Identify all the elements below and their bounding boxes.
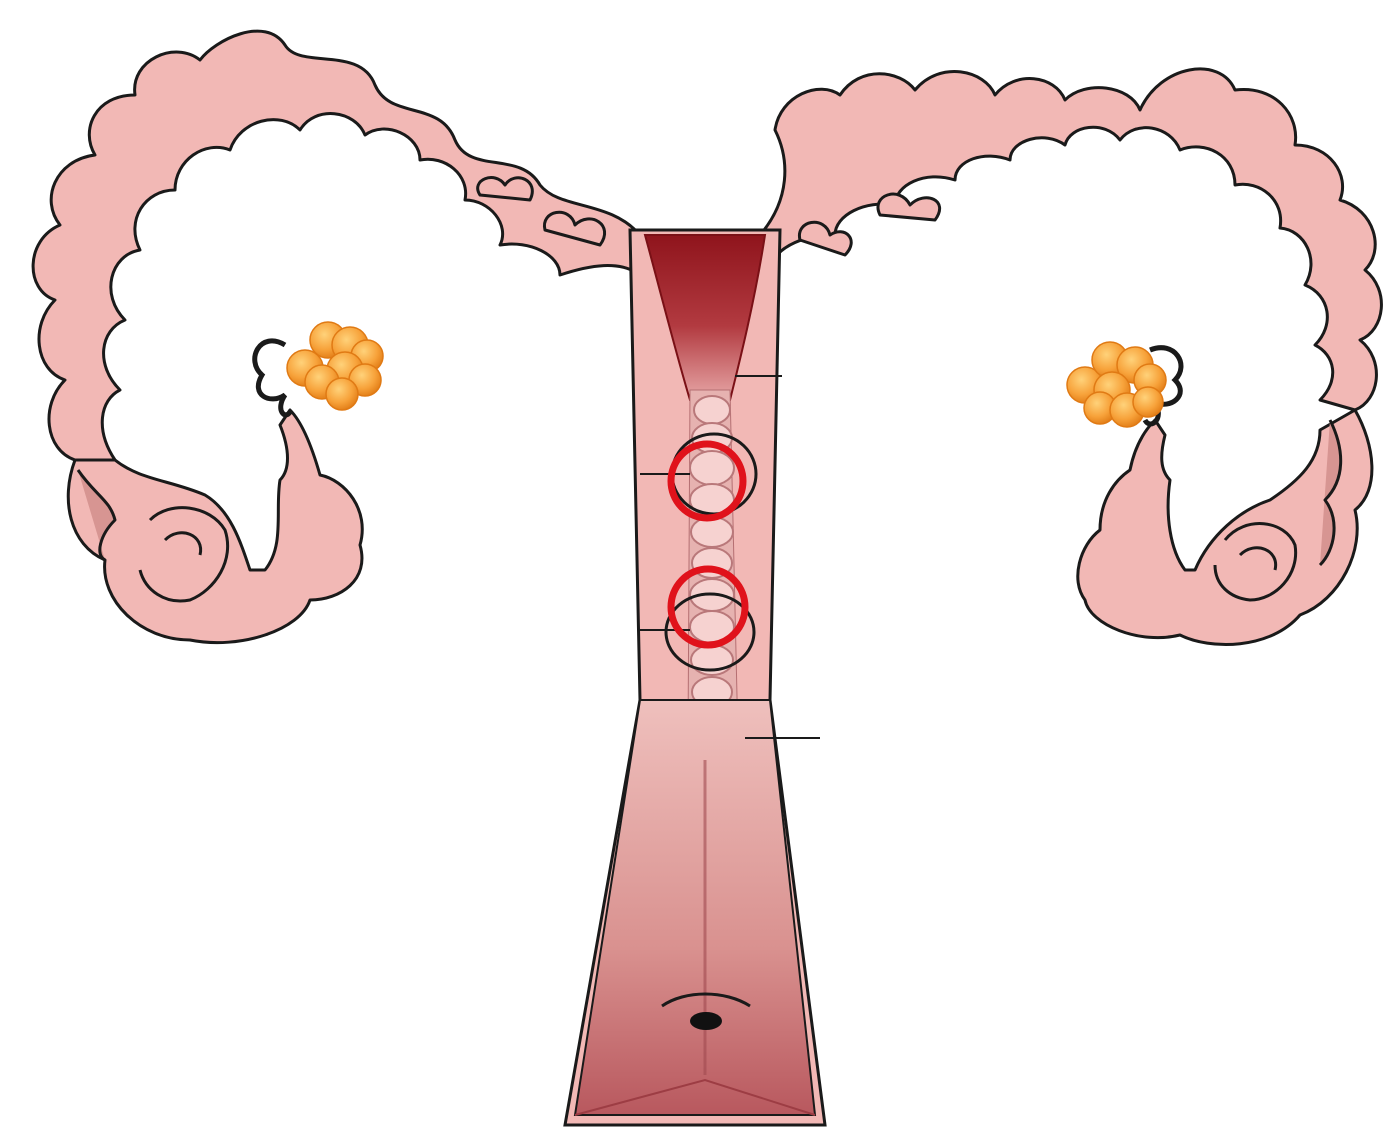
right-oviduct <box>760 69 1381 645</box>
left-ovarian-ligament <box>255 341 290 415</box>
right-ovary <box>1067 342 1181 427</box>
left-ovary <box>255 322 383 415</box>
right-ovary-follicles <box>1067 342 1166 427</box>
vaginal-opening <box>690 1012 722 1030</box>
left-ovary-follicles <box>287 322 383 410</box>
